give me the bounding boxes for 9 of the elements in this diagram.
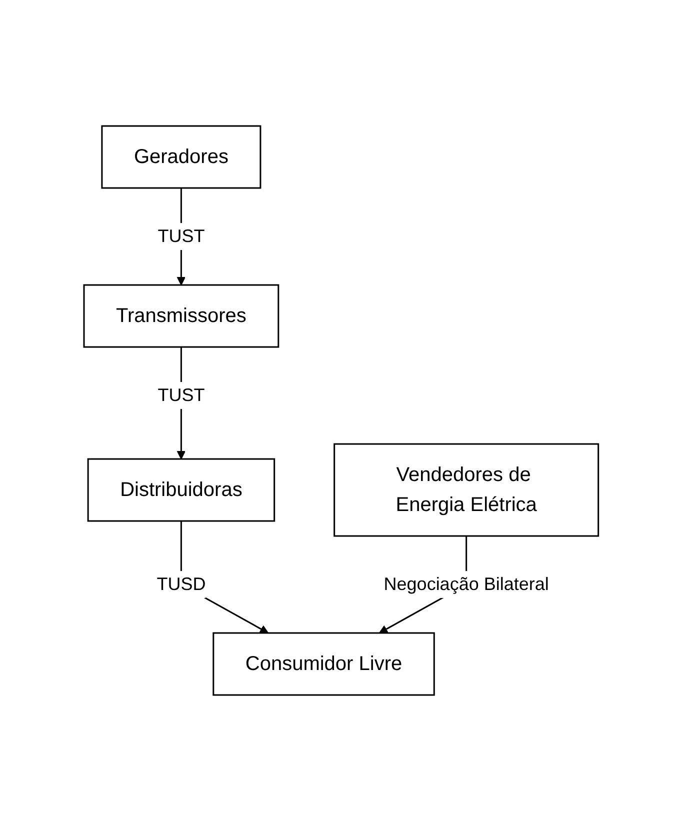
node-box: Transmissores: [84, 284, 280, 348]
node-box: Vendedores de Energia Elétrica: [334, 443, 600, 537]
node-box: Geradores: [102, 125, 262, 189]
node-box: Consumidor Livre: [212, 632, 436, 696]
edge-label: TUST: [158, 385, 206, 405]
edge-label: Negociação Bilateral: [384, 574, 550, 594]
edge-label: TUST: [158, 226, 206, 246]
edge-label: TUSD: [157, 574, 206, 594]
node-box: Distribuidoras: [88, 458, 276, 522]
